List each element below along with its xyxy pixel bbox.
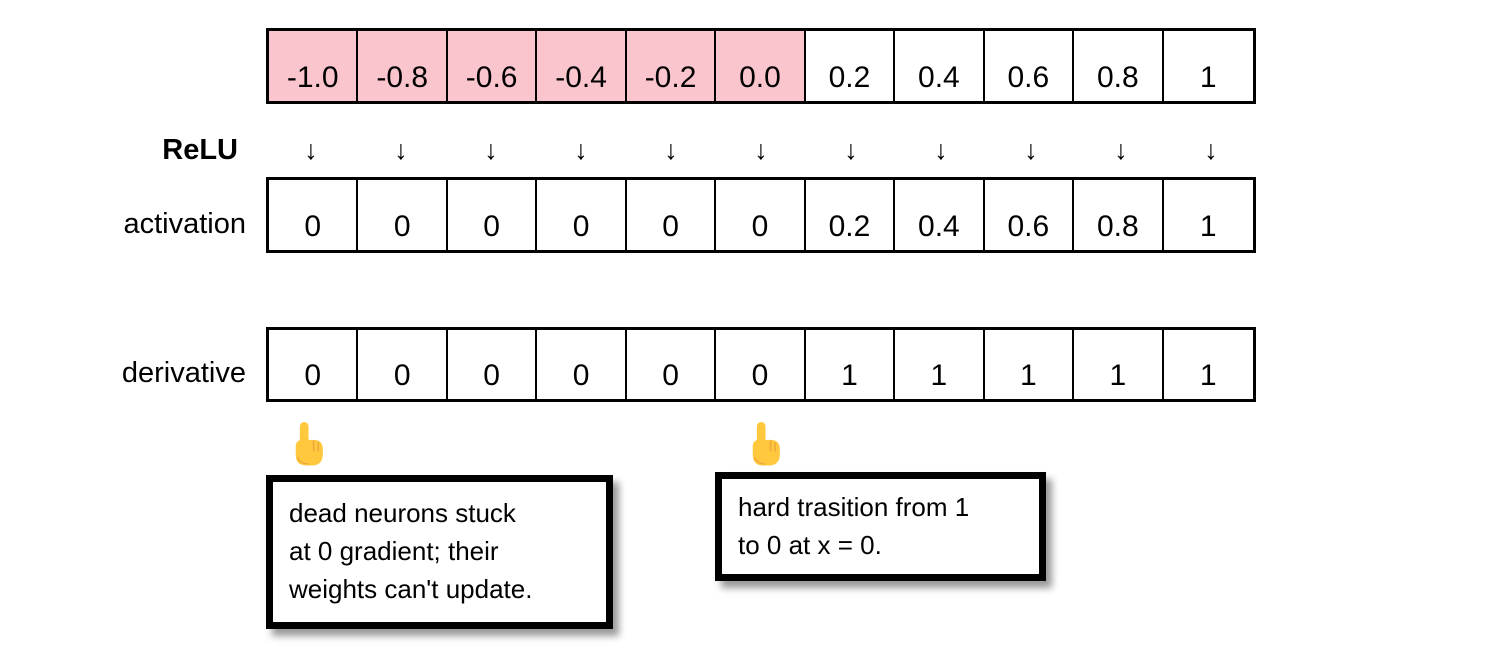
table-cell: 0 bbox=[627, 330, 717, 399]
note-line: at 0 gradient; their bbox=[289, 536, 499, 566]
down-arrow-icon: ↓ bbox=[664, 134, 678, 165]
table-cell: 0 bbox=[269, 180, 359, 250]
table-cell: 1 bbox=[985, 330, 1075, 399]
note-line: weights can't update. bbox=[289, 574, 533, 604]
table-cell: 0 bbox=[537, 180, 627, 250]
table-cell: 0.8 bbox=[1074, 180, 1164, 250]
table-cell: 0 bbox=[537, 330, 627, 399]
down-arrow-icon: ↓ bbox=[754, 134, 768, 165]
down-arrow-icon: ↓ bbox=[394, 134, 408, 165]
table-cell: 0 bbox=[716, 330, 806, 399]
table-cell: 0 bbox=[716, 180, 806, 250]
hard-transition-note: hard trasition from 1 to 0 at x = 0. bbox=[715, 472, 1046, 581]
table-cell: 0.4 bbox=[895, 180, 985, 250]
table-cell: 1 bbox=[1199, 210, 1217, 243]
down-arrow-icon: ↓ bbox=[1114, 134, 1128, 165]
relu-label: ReLU bbox=[162, 133, 238, 166]
relu-arrows: ↓ ↓ ↓ ↓ ↓ ↓ ↓ ↓ ↓ ↓ ↓ bbox=[266, 133, 1256, 167]
table-cell: 0 bbox=[269, 330, 359, 399]
table-cell: 1 bbox=[806, 330, 896, 399]
table-cell: -0.2 bbox=[626, 31, 717, 101]
down-arrow-icon: ↓ bbox=[934, 134, 948, 165]
table-cell: 1 bbox=[1074, 330, 1164, 399]
down-arrow-icon: ↓ bbox=[844, 134, 858, 165]
pointing-up-hand-icon bbox=[747, 421, 781, 468]
down-arrow-icon: ↓ bbox=[1204, 134, 1218, 165]
table-cell: 0.2 bbox=[806, 31, 896, 101]
down-arrow-icon: ↓ bbox=[1024, 134, 1038, 165]
table-cell: 0 bbox=[448, 330, 538, 399]
dead-neurons-note: dead neurons stuck at 0 gradient; their … bbox=[266, 475, 613, 629]
table-cell: -0.8 bbox=[358, 31, 448, 101]
derivative-label: derivative bbox=[121, 357, 246, 389]
down-arrow-icon: ↓ bbox=[574, 134, 588, 165]
table-cell: 0 bbox=[358, 330, 448, 399]
table-cell: 0 bbox=[358, 180, 448, 250]
table-cell: 0.6 bbox=[985, 31, 1075, 101]
table-cell: 0 bbox=[627, 180, 717, 250]
activation-label: activation bbox=[123, 208, 246, 240]
table-cell: 1 bbox=[1199, 359, 1217, 392]
table-cell: -0.4 bbox=[537, 31, 627, 101]
table-cell: 0.2 bbox=[806, 180, 896, 250]
down-arrow-icon: ↓ bbox=[304, 134, 318, 165]
table-cell: 0.6 bbox=[985, 180, 1075, 250]
note-line: to 0 at x = 0. bbox=[738, 530, 882, 560]
table-cell: 1 bbox=[1199, 61, 1217, 94]
table-cell: -1.0 bbox=[269, 31, 359, 101]
table-cell: -0.6 bbox=[447, 31, 538, 101]
table-cell: 0.8 bbox=[1074, 31, 1164, 101]
down-arrow-icon: ↓ bbox=[484, 134, 498, 165]
table-cell: 1 bbox=[895, 330, 985, 399]
table-cell: 0 bbox=[448, 180, 538, 250]
pointing-up-hand-icon bbox=[290, 421, 324, 468]
note-line: dead neurons stuck bbox=[289, 498, 516, 528]
table-cell: 0.0 bbox=[716, 31, 806, 101]
table-cell: 0.4 bbox=[895, 31, 985, 101]
note-line: hard trasition from 1 bbox=[738, 492, 970, 522]
